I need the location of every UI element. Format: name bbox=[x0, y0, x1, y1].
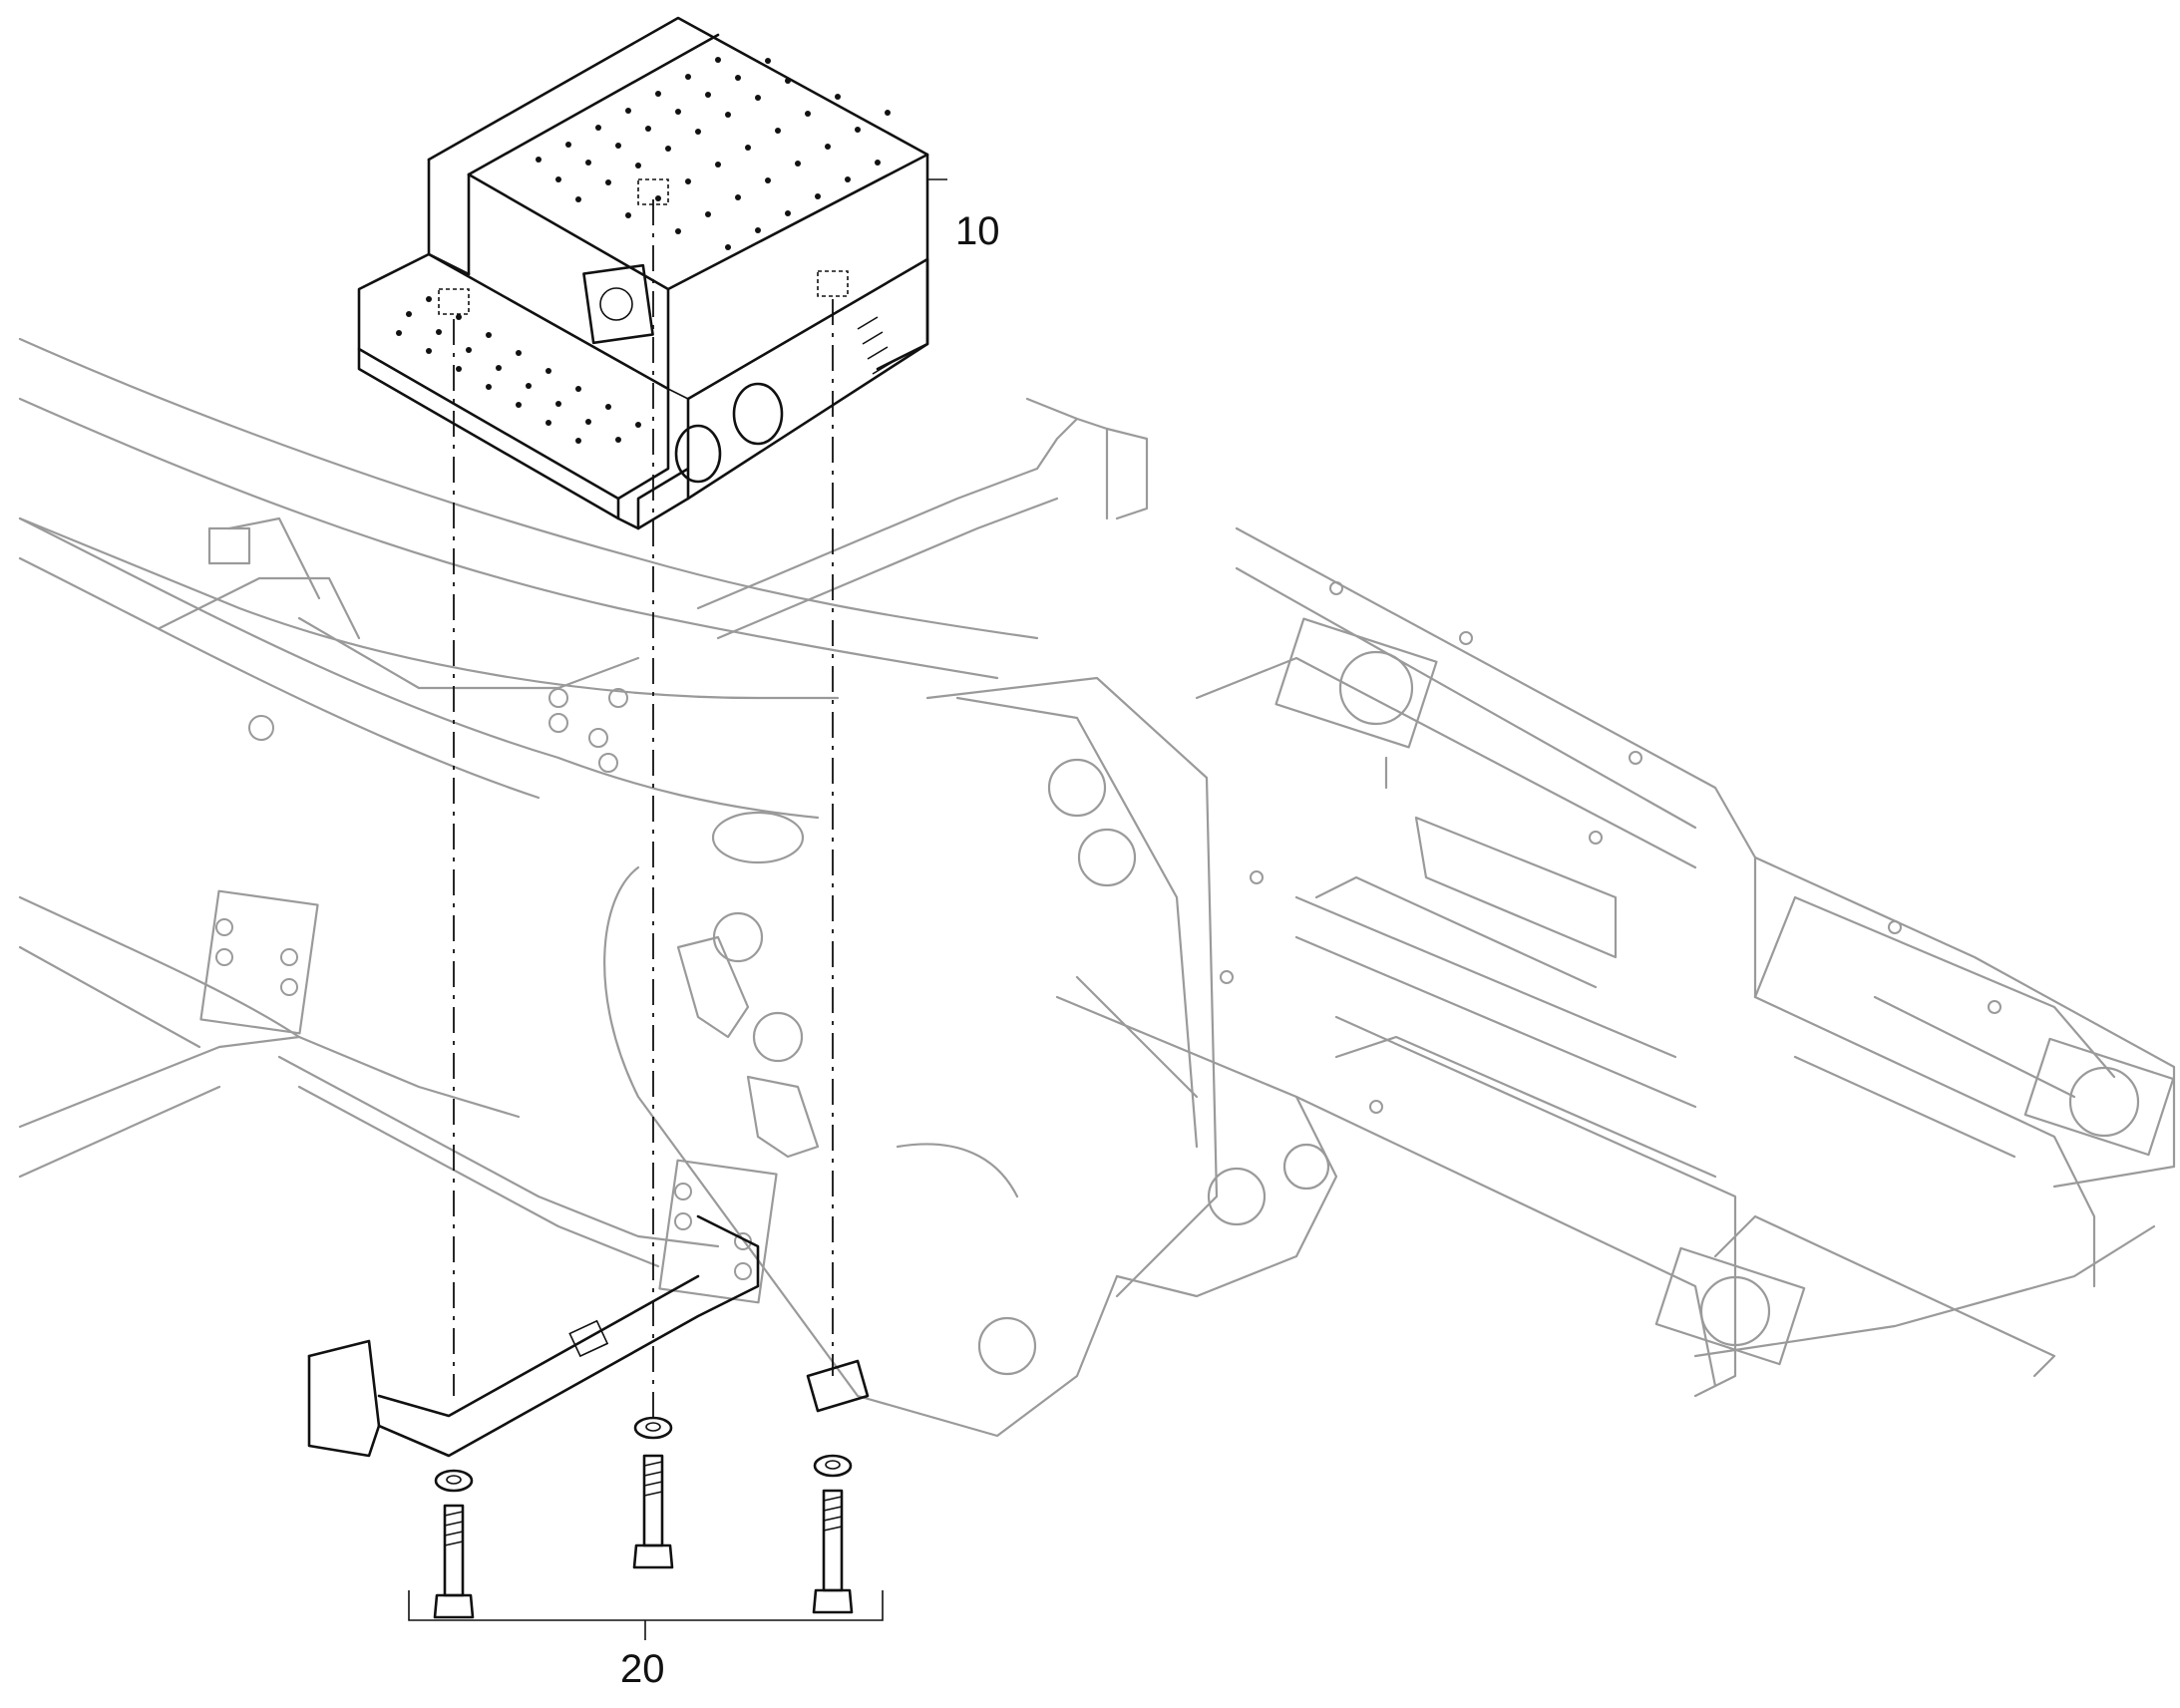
washer-icon bbox=[434, 1416, 853, 1493]
fastener-set bbox=[408, 1416, 884, 1640]
vent-holes-top bbox=[536, 57, 891, 250]
callout-item-10: 10 bbox=[955, 209, 1000, 253]
bolt-icon bbox=[433, 1454, 854, 1619]
vent-holes-step bbox=[396, 296, 641, 444]
battery-box-icon bbox=[357, 16, 929, 530]
chassis-frame-icon bbox=[18, 337, 2176, 1438]
callout-item-20: 20 bbox=[620, 1647, 665, 1691]
front-support-beam bbox=[307, 1214, 870, 1458]
assembly-center-lines bbox=[453, 199, 834, 1426]
